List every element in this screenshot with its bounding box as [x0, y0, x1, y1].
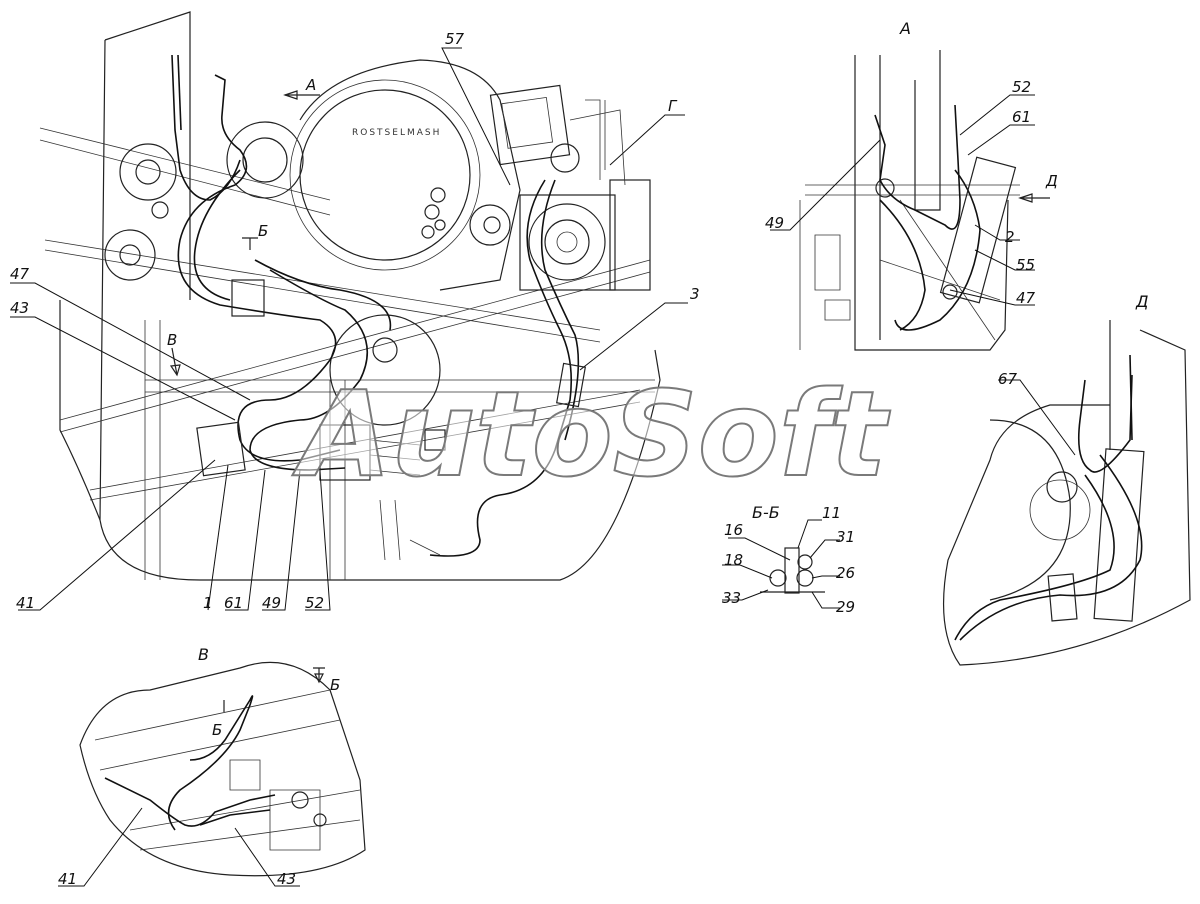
label-1: 1 [203, 594, 213, 612]
view-d: Д 67 [942, 292, 1191, 666]
label-a-arrow: А [305, 76, 316, 94]
view-a-title: А [899, 19, 911, 38]
view-a-label-49: 49 [765, 214, 784, 232]
label-43: 43 [10, 299, 29, 317]
label-57: 57 [445, 30, 465, 48]
bb-label-31: 31 [836, 528, 855, 546]
label-v-arrow: В [167, 331, 177, 349]
view-a-label-2: 2 [1005, 228, 1015, 246]
bb-label-11: 11 [822, 504, 841, 522]
label-b-section: Б [258, 222, 268, 240]
view-a: А 52 61 Д 49 2 55 47 [765, 19, 1058, 351]
section-b-b: Б-Б 11 16 31 18 26 33 29 [722, 503, 855, 616]
view-a-label-61: 61 [1012, 108, 1031, 126]
view-a-label-d-arrow: Д [1045, 172, 1058, 190]
view-v-label-41: 41 [58, 870, 77, 888]
label-61: 61 [224, 594, 243, 612]
view-a-label-47: 47 [1016, 289, 1036, 307]
view-a-label-52: 52 [1012, 78, 1031, 96]
label-49: 49 [262, 594, 281, 612]
label-g: Г [668, 97, 678, 115]
bb-label-16: 16 [724, 521, 743, 539]
view-v-title: В [198, 645, 209, 664]
view-v-label-43: 43 [277, 870, 296, 888]
bb-label-29: 29 [836, 598, 855, 616]
view-a-label-55: 55 [1016, 256, 1035, 274]
bb-label-26: 26 [836, 564, 855, 582]
main-view: ROSTSELMASH [10, 11, 700, 612]
section-bb-title: Б-Б [752, 503, 780, 522]
label-41: 41 [16, 594, 35, 612]
label-47: 47 [10, 265, 30, 283]
bb-label-33: 33 [722, 589, 741, 607]
bb-label-18: 18 [724, 551, 743, 569]
watermark: AutoSoft [292, 365, 891, 503]
view-d-title: Д [1135, 292, 1149, 311]
housing-logo: ROSTSELMASH [352, 128, 441, 138]
view-d-label-67: 67 [998, 370, 1018, 388]
view-v: В Б Б 41 43 [58, 645, 366, 888]
view-v-label-b-section: Б [330, 676, 340, 694]
label-52: 52 [305, 594, 324, 612]
label-3: 3 [690, 285, 700, 303]
view-v-label-b-inner: Б [212, 721, 222, 739]
